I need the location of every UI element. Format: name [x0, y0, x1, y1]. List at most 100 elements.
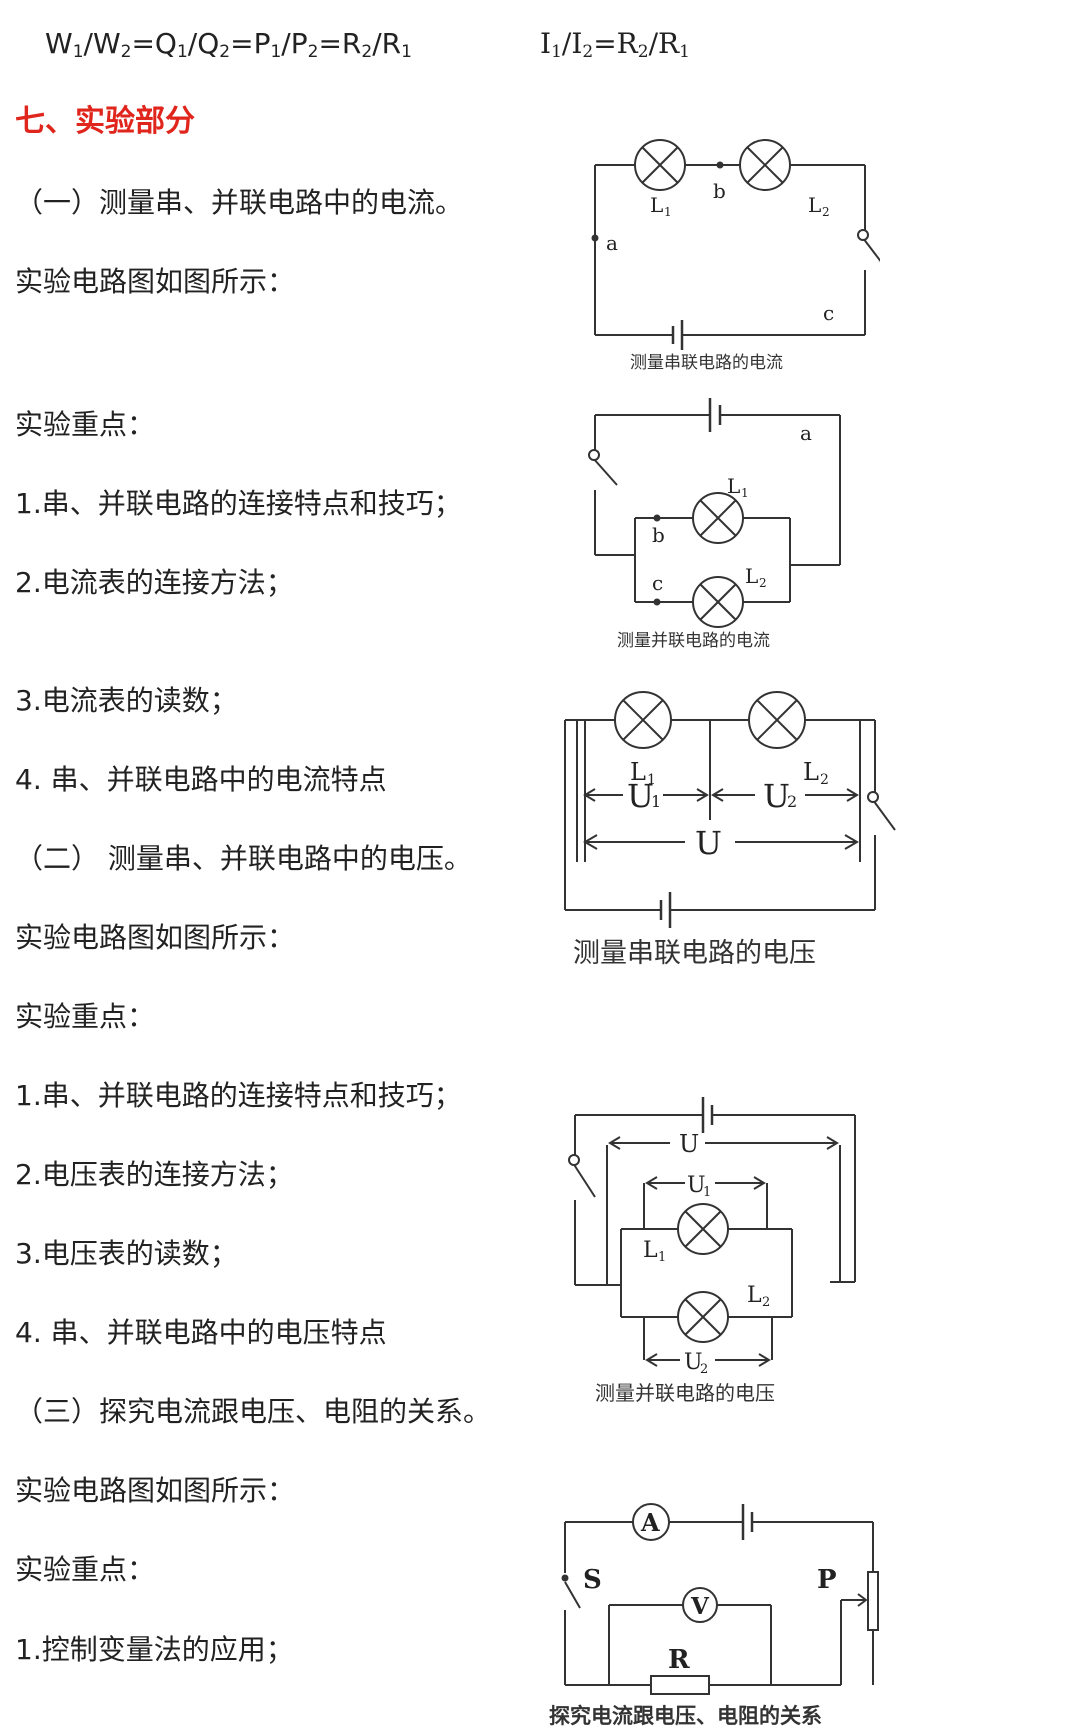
label-l1: L	[643, 1238, 658, 1263]
u2-arrow	[711, 788, 859, 802]
figure-caption: 测量并联电路的电压	[595, 1381, 775, 1405]
formula-sub: 1	[72, 42, 84, 62]
formula-sub: 2	[637, 42, 649, 62]
point-a-label: a	[606, 231, 618, 255]
resistor-r-icon	[650, 1675, 710, 1695]
label-u1-sub: 1	[703, 1185, 711, 1200]
figure-series-voltage: L 1 L 2 U 1 U 2 U 测量串联电路的电压	[555, 680, 905, 980]
formula-left: W1/W2=Q1/Q2=P1/P2=R2/R1	[45, 22, 412, 74]
lamp-l2-icon	[739, 139, 791, 191]
slider-label: P	[817, 1565, 837, 1595]
lamp-l1-icon	[634, 139, 686, 191]
text-line: 实验重点：	[15, 1000, 156, 1033]
label-u1: U	[687, 1173, 706, 1198]
label-l2: L	[808, 193, 821, 217]
point-b-label: b	[713, 179, 726, 203]
formula-sub: 1	[551, 42, 562, 62]
label-u1-sub: 1	[651, 792, 661, 811]
figure-series-current: L 1 L 2 b a c 测量串联电路的电流	[580, 130, 880, 380]
subsection-title: （二） 测量串、并联电路中的电压。	[15, 842, 472, 875]
formula-part: =P	[230, 27, 271, 60]
text-line: 2.电压表的连接方法；	[15, 1158, 294, 1191]
formula-sub: 2	[120, 42, 132, 62]
label-l2-sub: 2	[759, 576, 767, 590]
formula-part: /Q	[187, 27, 220, 60]
figure-parallel-voltage: U U 1 U 2 L 1 L 2 测量并联电路的电压	[565, 1085, 865, 1415]
lamp-l2-icon	[692, 576, 744, 628]
ammeter-label: A	[640, 1508, 660, 1537]
switch-label: S	[583, 1565, 602, 1595]
formula-part: /R	[372, 27, 402, 60]
resistor-label: R	[668, 1645, 690, 1675]
formula-part: W	[45, 27, 73, 60]
label-l2-sub: 2	[762, 1295, 770, 1310]
label-l1: L	[650, 193, 663, 217]
label-u2-sub: 2	[700, 1362, 708, 1377]
formula-right: I1/I2=R2/R1	[540, 22, 690, 74]
label-l1: L	[727, 474, 740, 498]
formula-part: =R	[593, 27, 638, 60]
formula-part: /W	[83, 27, 121, 60]
formula-part: /P	[281, 27, 308, 60]
formula-part: /I	[561, 27, 583, 60]
formula-part: =R	[318, 27, 362, 60]
formula-sub: 2	[219, 42, 231, 62]
figure-parallel-current: L 1 L 2 a b c 测量并联电路的电流	[575, 390, 865, 655]
label-l1-sub: 1	[741, 486, 749, 500]
point-a-label: a	[800, 421, 812, 445]
figure-caption: 测量串联电路的电流	[630, 353, 783, 373]
formula-part: /R	[648, 27, 680, 60]
point-b-label: b	[652, 523, 665, 547]
subsection-title: （一）测量串、并联电路中的电流。	[15, 186, 464, 219]
lamp-l1-icon	[614, 691, 672, 749]
point-c-label: c	[823, 301, 834, 325]
formula-sub: 2	[307, 42, 319, 62]
formula-part: =Q	[131, 27, 177, 60]
text-line: 实验电路图如图所示：	[15, 1474, 296, 1507]
text-line: 3.电压表的读数；	[15, 1237, 238, 1270]
formula-sub: 1	[401, 42, 412, 62]
voltmeter-icon: V	[682, 1587, 718, 1623]
figure-caption: 探究电流跟电压、电阻的关系	[549, 1704, 822, 1728]
label-l2: L	[747, 1283, 762, 1308]
u-total-arrow	[608, 1136, 839, 1150]
label-l1: L	[630, 758, 646, 786]
text-line: 3.电流表的读数；	[15, 684, 238, 717]
formula-sub: 2	[582, 42, 594, 62]
label-l1-sub: 1	[664, 205, 672, 219]
label-l2: L	[803, 758, 819, 786]
formula-part: I	[540, 27, 552, 60]
ammeter-icon: A	[632, 1503, 670, 1541]
lamp-l1-icon	[692, 492, 744, 544]
label-l1-sub: 1	[647, 772, 656, 788]
text-line: 1.串、并联电路的连接特点和技巧；	[15, 487, 462, 520]
section-heading: 七、实验部分	[15, 104, 195, 139]
u2-arrow	[645, 1353, 771, 1367]
text-line: 1.串、并联电路的连接特点和技巧；	[15, 1079, 462, 1112]
label-l2-sub: 2	[820, 772, 829, 788]
text-line: 实验重点：	[15, 408, 156, 441]
u1-arrow	[645, 1176, 766, 1190]
point-c-label: c	[652, 571, 663, 595]
label-u2: U	[763, 777, 790, 815]
label-u: U	[695, 824, 722, 862]
label-u1: U	[627, 777, 654, 815]
lamp-l1-icon	[677, 1203, 729, 1255]
figure-caption: 测量并联电路的电流	[617, 631, 770, 651]
text-line: 实验重点：	[15, 1553, 156, 1586]
text-line: 4. 串、并联电路中的电流特点	[15, 763, 387, 796]
lamp-l2-icon	[748, 691, 806, 749]
formula-sub: 2	[361, 42, 373, 62]
formula-sub: 1	[270, 42, 282, 62]
text-line: 2.电流表的连接方法；	[15, 566, 294, 599]
label-l2: L	[745, 564, 758, 588]
label-u: U	[679, 1130, 699, 1158]
text-line: 1.控制变量法的应用；	[15, 1633, 294, 1666]
text-line: 实验电路图如图所示：	[15, 265, 296, 298]
figure-ohm-law: A V S P R 探究电流跟电压、电阻的关系	[545, 1480, 905, 1730]
text-line: 实验电路图如图所示：	[15, 921, 296, 954]
lamp-l2-icon	[677, 1291, 729, 1343]
figure-caption: 测量串联电路的电压	[573, 938, 816, 969]
u-total-arrow	[583, 834, 859, 850]
u1-arrow	[583, 788, 709, 802]
